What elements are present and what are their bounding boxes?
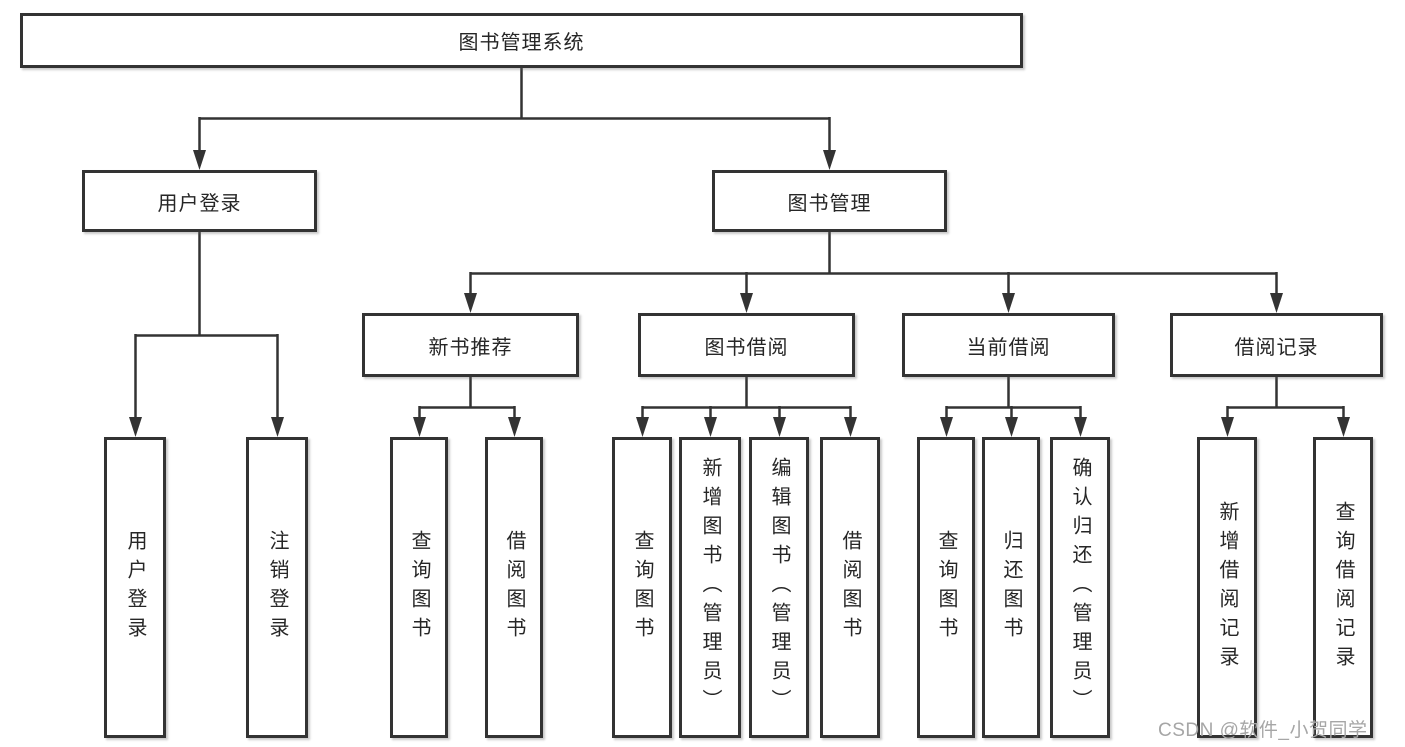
watermark: CSDN @软件_小贺同学 <box>1158 720 1368 741</box>
leaf-user-login: 用户登录 <box>104 437 166 738</box>
node-book-management: 图书管理 <box>712 170 947 232</box>
leaf-borrowing-add-books-admin: 新增图书（管理员） <box>679 437 741 738</box>
leaf-current-return-books: 归还图书 <box>982 437 1040 738</box>
leaf-records-add-record: 新增借阅记录 <box>1197 437 1257 738</box>
leaf-borrowing-edit-books-admin: 编辑图书（管理员） <box>749 437 809 738</box>
leaf-user-login-label: 用户登录 <box>124 529 146 646</box>
node-library-system: 图书管理系统 <box>20 13 1023 68</box>
node-current-borrowing: 当前借阅 <box>902 313 1115 377</box>
node-new-book-recommendation: 新书推荐 <box>362 313 579 377</box>
leaf-recommend-query-books: 查询图书 <box>390 437 448 738</box>
node-user-login: 用户登录 <box>82 170 317 232</box>
leaf-borrowing-edit-books-admin-label: 编辑图书（管理员） <box>768 457 790 718</box>
leaf-borrowing-borrow-books: 借阅图书 <box>820 437 880 738</box>
node-user-login-label: 用户登录 <box>157 192 242 215</box>
node-book-borrowing-label: 图书借阅 <box>704 336 789 359</box>
leaf-logout: 注销登录 <box>246 437 308 738</box>
leaf-borrowing-add-books-admin-label: 新增图书（管理员） <box>699 457 721 718</box>
leaf-recommend-borrow-books: 借阅图书 <box>485 437 543 738</box>
leaf-borrowing-query-books: 查询图书 <box>612 437 672 738</box>
leaf-current-return-books-label: 归还图书 <box>1000 529 1022 646</box>
leaf-recommend-query-books-label: 查询图书 <box>408 529 430 646</box>
leaf-recommend-borrow-books-label: 借阅图书 <box>503 529 525 646</box>
leaf-current-query-books-label: 查询图书 <box>935 529 957 646</box>
node-book-management-label: 图书管理 <box>787 192 872 215</box>
node-current-borrowing-label: 当前借阅 <box>966 336 1051 359</box>
leaf-current-confirm-return-admin: 确认归还（管理员） <box>1050 437 1110 738</box>
leaf-records-add-record-label: 新增借阅记录 <box>1216 500 1238 675</box>
arrowheads <box>129 150 1350 437</box>
leaf-records-query-record: 查询借阅记录 <box>1313 437 1373 738</box>
leaf-records-query-record-label: 查询借阅记录 <box>1332 500 1354 675</box>
node-new-book-recommendation-label: 新书推荐 <box>428 336 513 359</box>
node-book-borrowing: 图书借阅 <box>638 313 855 377</box>
leaf-borrowing-borrow-books-label: 借阅图书 <box>839 529 861 646</box>
node-borrowing-records-label: 借阅记录 <box>1234 336 1319 359</box>
node-library-system-label: 图书管理系统 <box>458 32 585 54</box>
node-borrowing-records: 借阅记录 <box>1170 313 1383 377</box>
leaf-logout-label: 注销登录 <box>266 529 288 646</box>
leaf-current-confirm-return-admin-label: 确认归还（管理员） <box>1069 457 1091 718</box>
leaf-borrowing-query-books-label: 查询图书 <box>631 529 653 646</box>
leaf-current-query-books: 查询图书 <box>917 437 975 738</box>
